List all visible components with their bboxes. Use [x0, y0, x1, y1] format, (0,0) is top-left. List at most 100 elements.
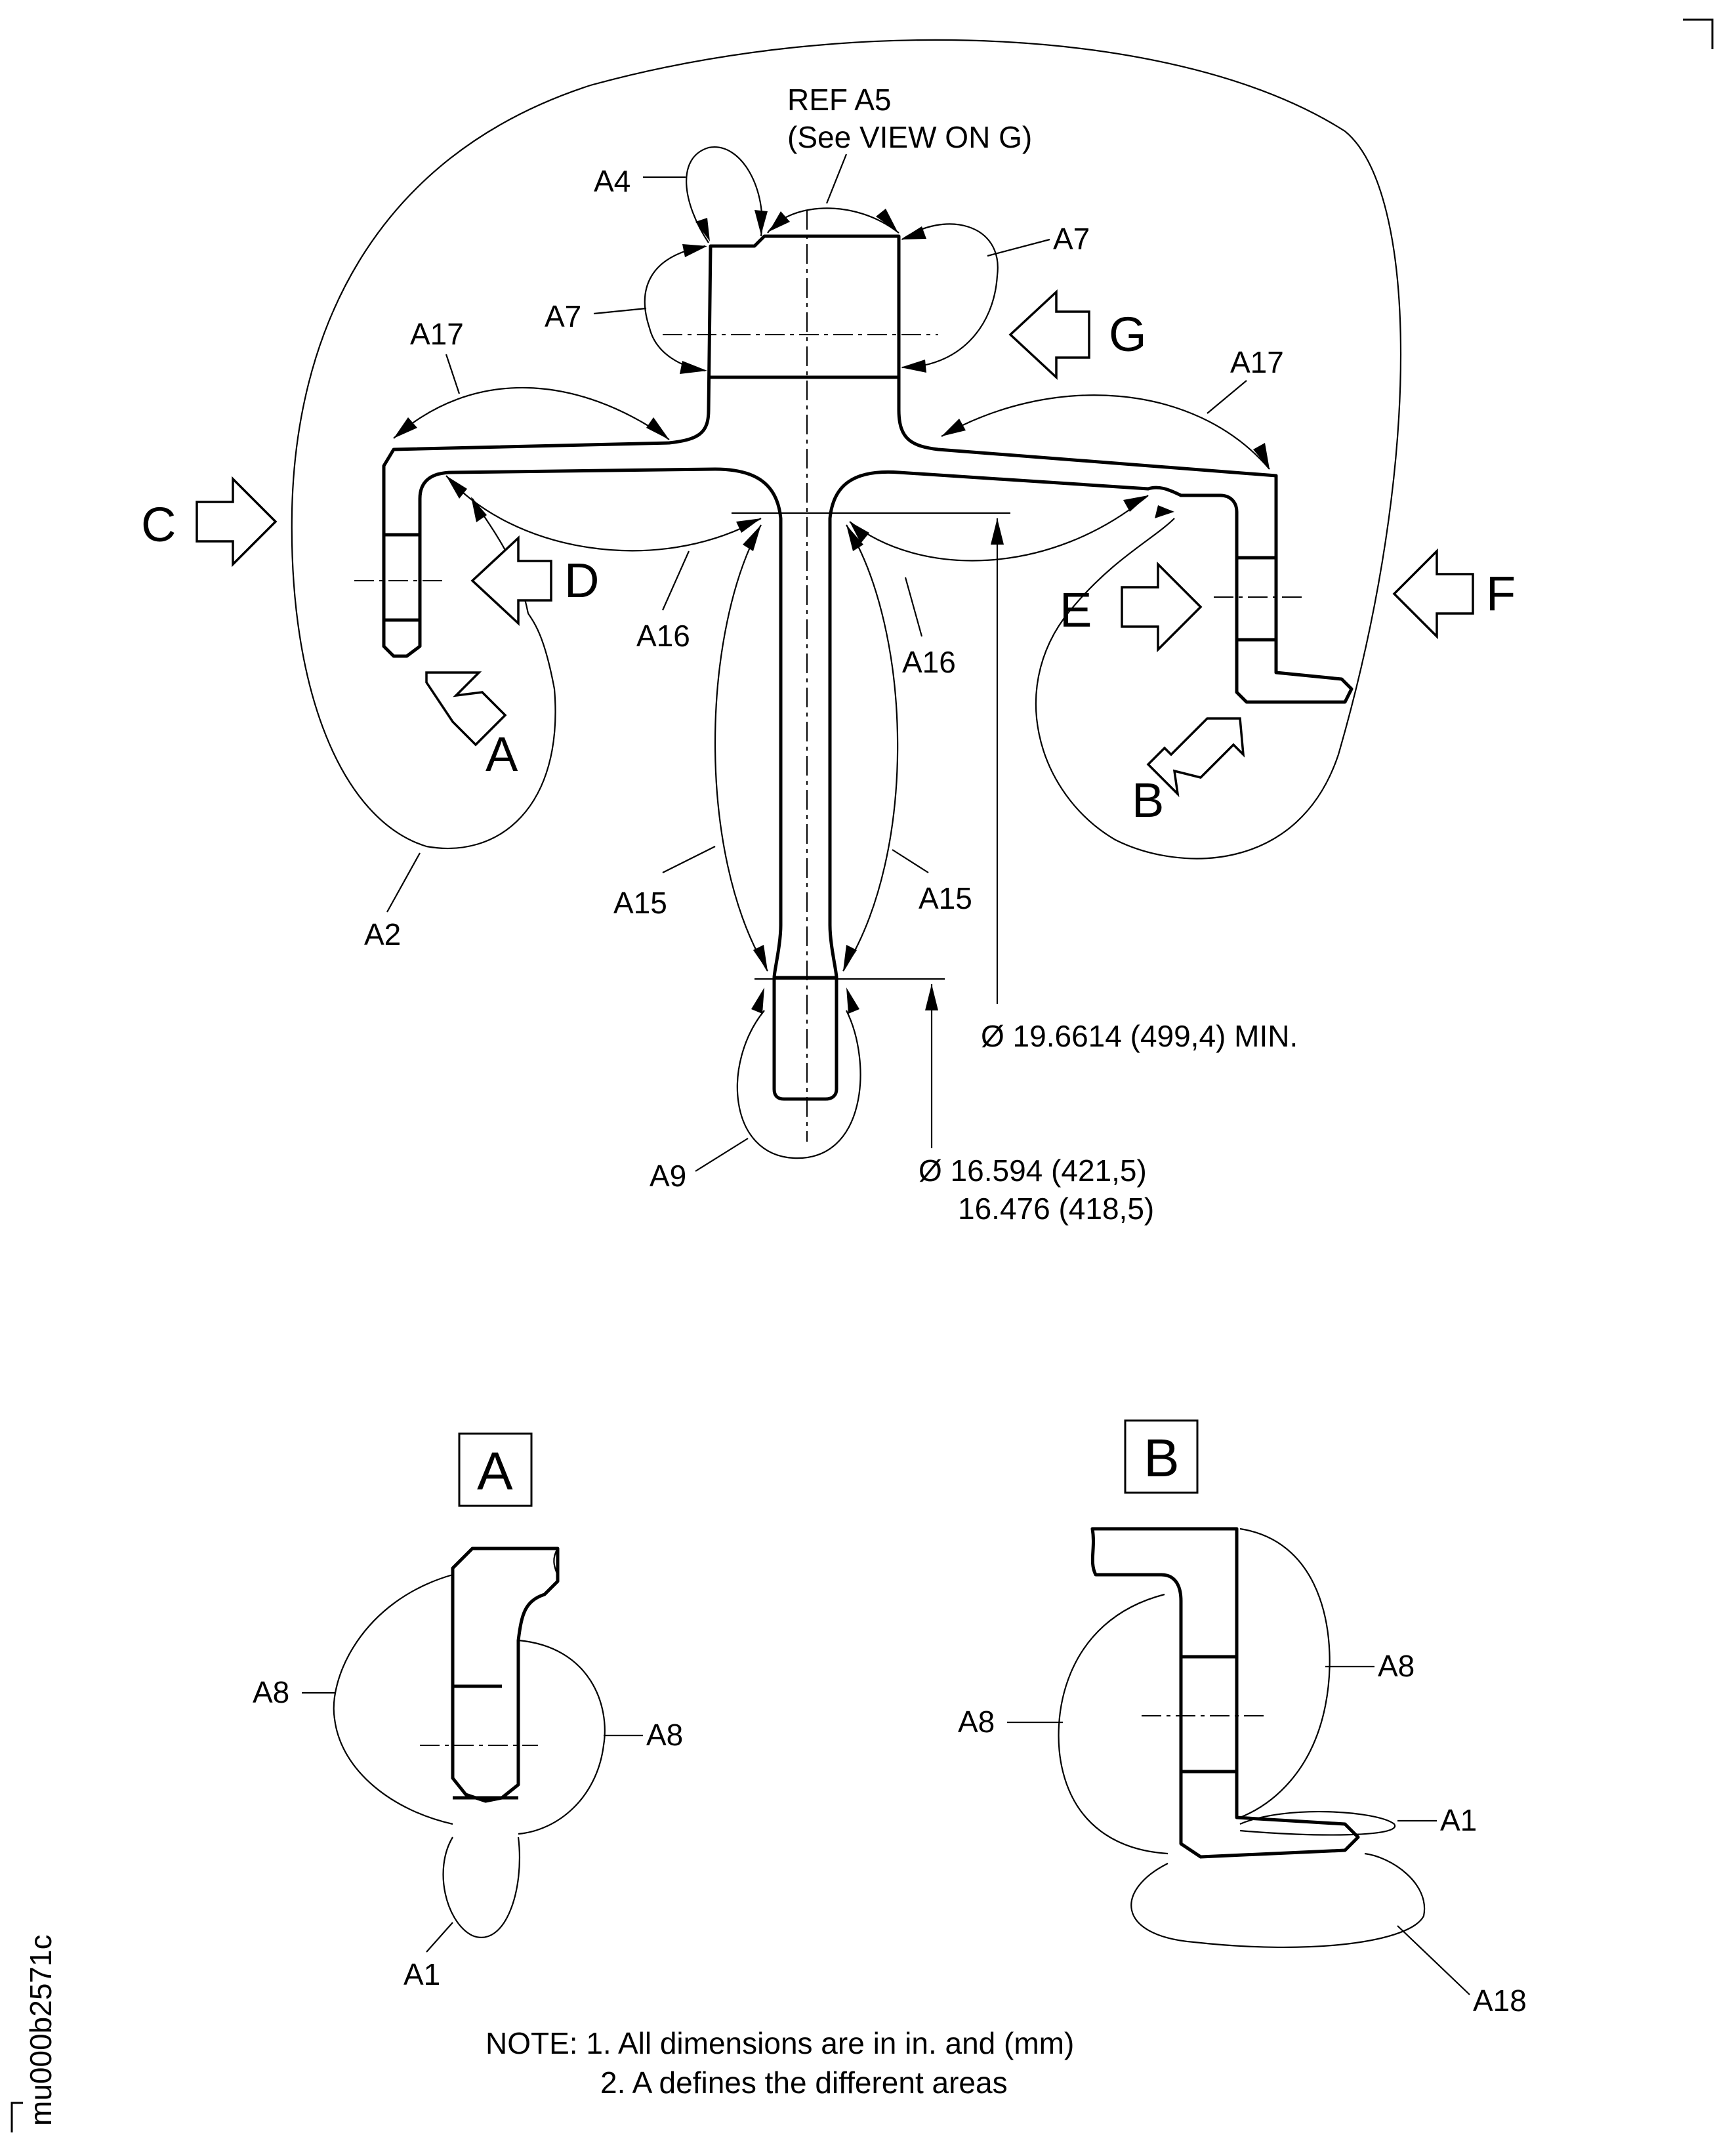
- a16-right-leader: [904, 577, 923, 637]
- a15-left-label: A15: [613, 886, 667, 920]
- a17-right-label: A17: [1230, 345, 1284, 379]
- area-a7-right-loop: [901, 223, 999, 369]
- area-a4-loop: [686, 146, 763, 243]
- view-arrow-g: [1008, 289, 1090, 381]
- view-arrow-d: [470, 535, 552, 627]
- area-a2-outline: [291, 39, 1402, 860]
- a4-arrow-right: [754, 210, 768, 235]
- view-arrow-f: [1392, 548, 1474, 640]
- a15-left-leader: [662, 846, 716, 873]
- area-a15-right-arc: [842, 524, 899, 972]
- drawing-id-bracket: [10, 2102, 23, 2132]
- detail-b-a1-loop: [1239, 1810, 1396, 1836]
- detail-a-break: [553, 1548, 559, 1582]
- dim-inner-label-line2: 16.476 (418,5): [958, 1192, 1154, 1226]
- a7-right-arrow-bottom: [901, 360, 926, 373]
- area-a9-loop: [736, 1010, 861, 1159]
- detail-a-profile: [451, 1547, 560, 1803]
- area-a7-left-loop: [644, 245, 706, 372]
- detail-b-title-box: [1124, 1419, 1199, 1494]
- a9-label: A9: [650, 1159, 686, 1193]
- view-arrow-a: [425, 671, 507, 747]
- a9-leader: [695, 1138, 749, 1172]
- detail-b-profile: [1090, 1527, 1360, 1859]
- view-e-label: E: [1060, 583, 1092, 637]
- a7-left-arrow-top: [682, 244, 707, 257]
- a5-arrow-right: [876, 209, 898, 232]
- a15-left-arrow-bottom: [753, 945, 768, 971]
- a5-arrow-left: [769, 211, 790, 232]
- note-line-2: 2. A defines the different areas: [600, 2066, 1008, 2100]
- a17-left-arrow-b: [646, 417, 669, 440]
- a17-right-arrow-a: [941, 419, 966, 436]
- detail-a-a1-label: A1: [403, 1957, 440, 1991]
- a15-left-arrow-top: [743, 525, 761, 551]
- dim-inner-label-line1: Ø 16.594 (421,5): [919, 1153, 1147, 1188]
- area-a17-left-arc: [393, 386, 670, 440]
- area-a17-right-arc: [941, 394, 1270, 470]
- detail-b-title: B: [1144, 1428, 1180, 1488]
- detail-b-a18-leader: [1397, 1925, 1470, 1995]
- a4-label: A4: [594, 164, 630, 198]
- detail-a-a8-left-label: A8: [253, 1675, 289, 1709]
- a17-left-label: A17: [410, 317, 464, 351]
- detail-b-a8-right: [1239, 1527, 1331, 1819]
- a16-left-leader: [661, 550, 690, 611]
- main-section-profile: [382, 234, 1354, 1101]
- area-a16-right-arc: [849, 495, 1149, 562]
- a7-right-label: A7: [1053, 222, 1090, 256]
- detail-b-a8-left: [1058, 1593, 1168, 1855]
- dim-outer-arrowhead: [991, 518, 1004, 545]
- a2-leader: [386, 852, 421, 913]
- a17-right-leader: [1207, 380, 1247, 414]
- detail-b-a1-label: A1: [1440, 1803, 1477, 1837]
- view-b-label: B: [1132, 773, 1164, 827]
- a9-arrow-left: [751, 987, 764, 1014]
- view-arrow-b: [1146, 717, 1245, 797]
- a7-right-leader: [987, 238, 1050, 257]
- a2-label: A2: [364, 917, 401, 951]
- detail-b-a8-left-label: A8: [958, 1705, 995, 1739]
- a16-left-label: A16: [636, 619, 690, 653]
- a4-arrow-left: [695, 218, 710, 241]
- a16-right-label: A16: [902, 645, 956, 679]
- dim-outer-label: Ø 19.6614 (499,4) MIN.: [981, 1019, 1298, 1053]
- detail-a-title-box: [458, 1432, 533, 1507]
- a16-left-arrow-b: [736, 518, 761, 533]
- detail-b-a18-label: A18: [1473, 1983, 1527, 2018]
- detail-a-a8-right: [518, 1639, 606, 1835]
- a7-left-leader: [593, 307, 647, 315]
- detail-a-a8-right-label: A8: [646, 1718, 683, 1752]
- area-a16-left-arc: [445, 475, 762, 552]
- a15-right-arrow-top: [846, 525, 863, 551]
- view-arrow-e: [1121, 561, 1203, 653]
- a16-right-arrow-a: [850, 522, 869, 543]
- ref-a5-label: REF A5: [787, 83, 892, 117]
- a17-left-arrow-a: [394, 417, 417, 438]
- a15-right-leader: [892, 849, 929, 873]
- a7-left-label: A7: [545, 299, 581, 333]
- view-arrow-c: [196, 476, 278, 568]
- a17-right-arrow-b: [1253, 443, 1270, 469]
- view-f-label: F: [1486, 566, 1516, 621]
- corner-mark: [1683, 18, 1714, 49]
- a16-right-arrow-b: [1123, 495, 1148, 512]
- a7-right-arrow-top: [901, 226, 926, 239]
- a16-left-arrow-a: [446, 476, 467, 499]
- view-d-label: D: [564, 553, 599, 608]
- a15-right-label: A15: [919, 881, 972, 915]
- a9-arrow-right: [846, 987, 859, 1014]
- detail-b-a8-right-label: A8: [1378, 1649, 1415, 1683]
- area-a15-left-arc: [714, 524, 768, 972]
- a17-left-leader: [445, 354, 461, 394]
- dim-inner-arrowhead: [925, 984, 938, 1010]
- d-loop-arrow: [471, 497, 487, 522]
- detail-b-a18-loop: [1130, 1852, 1426, 1948]
- detail-a-a1-loop: [442, 1837, 521, 1938]
- area-a2-outline-lower: [426, 613, 556, 850]
- note-line-1: NOTE: 1. All dimensions are in in. and (…: [486, 2026, 1074, 2060]
- ref-a5-leader: [825, 154, 848, 204]
- detail-a-title: A: [477, 1442, 513, 1501]
